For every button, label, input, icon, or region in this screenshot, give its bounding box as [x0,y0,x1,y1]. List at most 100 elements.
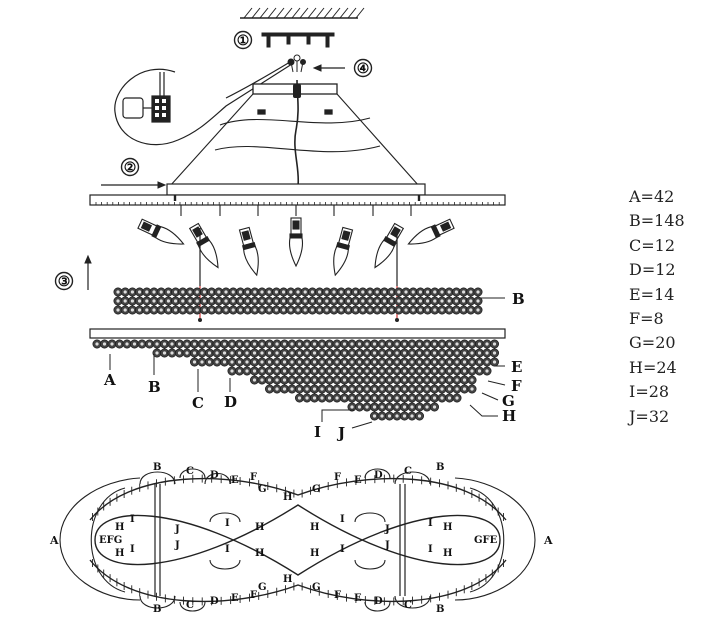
plan-inner-left-low-label-4: I [225,544,230,555]
plan-bottom-label-7: H [283,574,292,585]
plan-inner-right-low-label-5: H [443,548,452,559]
lamp-row [137,205,455,277]
plan-bottom-label-4: E [231,593,239,604]
lamp-1 [137,205,185,245]
lamp-6 [372,205,405,269]
legend-item-c: C=12 [629,235,676,255]
plan-top-label-11: D [374,470,383,481]
lamp-4 [288,205,304,268]
curtain-label-g: G [502,392,515,410]
plan-inner-left-low-label-2: I [130,544,135,555]
step-2-marker: ② [120,157,140,177]
step-2-arrow [101,181,167,189]
legend-item-a: A=42 [629,187,675,206]
plan-bottom-label-10: E [354,593,362,604]
plan-bottom-label-2: C [186,600,194,611]
plan-bottom-label-3: D [210,596,219,607]
step-4-arrow [312,64,345,72]
plan-top-label-9: F [334,472,341,483]
plan-top-label-13: B [436,462,444,473]
lamp-3 [238,205,259,277]
plan-label-a-left: A [49,534,59,547]
plan-inner-left-low-label-1: H [115,548,124,559]
mounting-bracket [261,32,335,48]
ring-b-callout: B [480,290,525,308]
plan-inner-left-low-label-5: H [255,548,264,559]
plan-inner-right-label-2: I [340,514,345,525]
curtain-label-d: D [224,393,237,411]
curtain-label-j: J [336,424,345,442]
step-3-arrow [84,254,92,290]
plan-inner-right-label-4: I [428,518,433,529]
plan-bottom-label-5: F [250,590,257,601]
curtain-label-c: C [192,394,204,412]
plan-top-label-8: G [312,484,321,495]
plan-inner-right-label-1: H [310,522,319,533]
step-2-label: ② [124,160,137,176]
curtain-label-f: F [511,377,522,395]
step-3-marker: ③ [54,271,74,291]
plan-bottom-label-11: D [374,596,383,607]
lamp-7 [407,205,455,245]
plan-inner-left-low-label-3: J [174,540,180,551]
legend-item-f: F=8 [629,309,664,329]
curtain-label-i: I [314,423,321,441]
plan-top-label-2: C [186,466,194,477]
plan-label-efg-left: EFG [99,535,122,546]
plan-top-label-6: G [258,484,267,495]
plan-bottom-label-6: G [258,582,267,593]
legend-item-i: I=28 [629,382,670,402]
wire-connection [287,54,306,73]
cord-connector [293,84,301,98]
bead-count-legend: A=42 B=148 C=12 D=12 E=14 F=8 G=20 H=24 … [629,185,685,429]
plan-inner-right-label-5: H [443,522,452,533]
lamp-2 [188,205,221,269]
plan-inner-left-label-4: I [225,518,230,529]
plan-bottom-label-12: C [404,600,412,611]
plan-inner-right-low-label-2: I [340,544,345,555]
step-4-marker: ④ [353,58,373,78]
lower-frame [89,328,506,339]
ceiling [240,7,365,19]
curtain-label-h: H [502,407,516,425]
lamp-5 [333,205,354,277]
plan-inner-right-label-3: J [384,524,390,535]
plan-top-label-10: E [354,475,362,486]
step-1-marker: ① [233,30,253,50]
step-4-label: ④ [357,61,370,77]
plan-bottom-label-13: B [436,604,444,615]
step-3-label: ③ [58,274,71,290]
plan-label-gfe-right: GFE [474,535,498,546]
legend-item-h: H=24 [629,357,677,377]
upper-frame [89,183,506,206]
bead-ring-b [113,287,483,315]
legend-item-d: D=12 [629,260,676,280]
ring-b-label: B [512,290,525,308]
plan-top-label-4: E [231,475,239,486]
plan-inner-left-label-3: J [174,524,180,535]
plan-inner-right-low-label-4: I [428,544,433,555]
plan-top-label-12: C [404,466,412,477]
curtain-label-b: B [148,378,161,396]
legend-item-b: B=148 [629,211,685,231]
bead-curtain [92,339,499,421]
plan-inner-left-label-5: H [255,522,264,533]
wiring-detail-bubble [114,61,293,146]
curtain-label-a: A [103,371,116,389]
plan-inner-right-low-label-1: H [310,548,319,559]
plan-top-label-7: H [283,492,292,503]
legend-item-j: J=32 [629,406,670,426]
plan-bottom-label-1: B [153,604,161,615]
plan-inner-left-label-2: I [130,514,135,525]
plan-inner-right-low-label-3: J [384,540,390,551]
curtain-label-e: E [511,358,522,376]
plan-bottom-label-9: F [334,590,341,601]
legend-item-g: G=20 [629,333,676,353]
plan-view-layout [59,468,536,612]
curtain-callouts: A B C D E F G H I J [103,354,522,442]
plan-inner-left-label-1: H [115,522,124,533]
plan-label-a-right: A [543,534,553,547]
plan-top-label-1: B [153,462,161,473]
